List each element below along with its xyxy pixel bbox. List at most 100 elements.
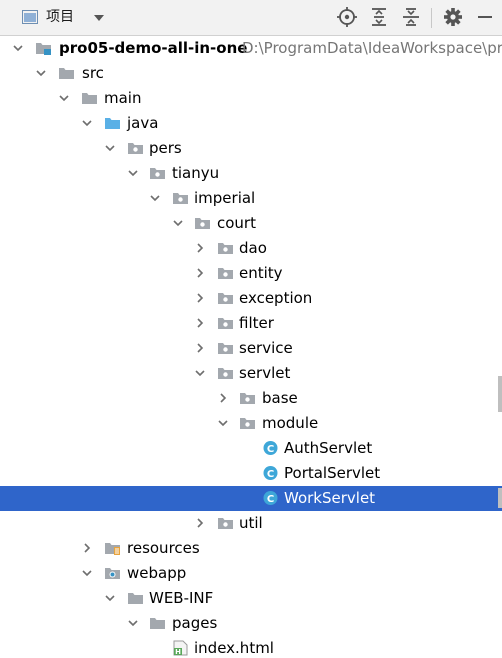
- project-view-icon: [22, 10, 38, 24]
- project-view-title[interactable]: 项目: [46, 9, 74, 25]
- chevron-right-icon[interactable]: [194, 342, 206, 354]
- tree-node-filter[interactable]: filter: [0, 311, 502, 336]
- class-icon: [262, 465, 279, 481]
- tree-node-imperial[interactable]: imperial: [0, 186, 502, 211]
- chevron-right-icon[interactable]: [194, 267, 206, 279]
- tree-node-web-inf[interactable]: WEB-INF: [0, 586, 502, 611]
- chevron-right-icon[interactable]: [194, 242, 206, 254]
- gear-icon[interactable]: [442, 6, 464, 28]
- web-folder-icon: [104, 565, 121, 581]
- tree-node-pers[interactable]: pers: [0, 136, 502, 161]
- tree-node-base[interactable]: base: [0, 386, 502, 411]
- tree-node-court[interactable]: court: [0, 211, 502, 236]
- html-file-icon: [172, 640, 189, 656]
- tree-node-portal-servlet[interactable]: PortalServlet: [0, 461, 502, 486]
- tree-node-label: exception: [239, 289, 313, 307]
- source-folder-icon: [104, 115, 121, 131]
- package-icon: [127, 140, 144, 156]
- locate-icon[interactable]: [336, 6, 358, 28]
- tree-node-label: src: [82, 64, 104, 82]
- tree-node-label: PortalServlet: [284, 464, 381, 482]
- chevron-down-icon[interactable]: [12, 42, 24, 54]
- chevron-down-icon[interactable]: [217, 417, 229, 429]
- tree-node-entity[interactable]: entity: [0, 261, 502, 286]
- tree-node-label: imperial: [194, 189, 256, 207]
- package-icon: [217, 315, 234, 331]
- chevron-down-icon[interactable]: [172, 217, 184, 229]
- package-icon: [217, 515, 234, 531]
- resources-folder-icon: [104, 540, 121, 556]
- tree-node-exception[interactable]: exception: [0, 286, 502, 311]
- class-icon: [262, 490, 279, 506]
- tree-node-label: WorkServlet: [284, 489, 376, 507]
- project-tree: pro05-demo-all-in-one D:\ProgramData\Ide…: [0, 36, 502, 658]
- chevron-right-icon[interactable]: [194, 317, 206, 329]
- tree-node-label: module: [262, 414, 319, 432]
- tree-node-src[interactable]: src: [0, 61, 502, 86]
- scrollbar-marker[interactable]: [498, 376, 502, 412]
- package-icon: [239, 390, 256, 406]
- tree-node-label: main: [104, 89, 142, 107]
- chevron-down-icon[interactable]: [35, 67, 47, 79]
- chevron-down-icon[interactable]: [104, 142, 116, 154]
- tree-node-java[interactable]: java: [0, 111, 502, 136]
- chevron-right-icon[interactable]: [194, 517, 206, 529]
- tree-node-pages[interactable]: pages: [0, 611, 502, 636]
- tree-node-main[interactable]: main: [0, 86, 502, 111]
- chevron-down-icon[interactable]: [149, 192, 161, 204]
- folder-icon: [58, 65, 75, 81]
- tree-node-label: WEB-INF: [149, 589, 214, 607]
- tree-node-auth-servlet[interactable]: AuthServlet: [0, 436, 502, 461]
- chevron-down-icon[interactable]: [92, 12, 106, 24]
- tree-node-service[interactable]: service: [0, 336, 502, 361]
- project-toolbar: 项目: [0, 0, 502, 36]
- tree-node-work-servlet[interactable]: WorkServlet: [0, 486, 502, 511]
- scrollbar-marker[interactable]: [498, 488, 502, 508]
- tree-node-index-html[interactable]: index.html: [0, 636, 502, 658]
- chevron-down-icon[interactable]: [104, 592, 116, 604]
- toolbar-separator: [431, 8, 432, 28]
- tree-node-label: court: [217, 214, 256, 232]
- package-icon: [217, 265, 234, 281]
- chevron-down-icon[interactable]: [81, 567, 93, 579]
- package-icon: [172, 190, 189, 206]
- tree-node-project-root[interactable]: pro05-demo-all-in-one D:\ProgramData\Ide…: [0, 36, 502, 61]
- chevron-right-icon[interactable]: [81, 542, 93, 554]
- tree-node-resources[interactable]: resources: [0, 536, 502, 561]
- tree-node-tianyu[interactable]: tianyu: [0, 161, 502, 186]
- tree-node-label: base: [262, 389, 298, 407]
- tree-node-webapp[interactable]: webapp: [0, 561, 502, 586]
- tree-node-label: tianyu: [172, 164, 220, 182]
- tree-node-label: webapp: [127, 564, 187, 582]
- folder-icon: [81, 90, 98, 106]
- folder-icon: [149, 615, 166, 631]
- tree-node-label: filter: [239, 314, 274, 332]
- chevron-down-icon[interactable]: [194, 367, 206, 379]
- chevron-down-icon[interactable]: [127, 617, 139, 629]
- chevron-down-icon[interactable]: [81, 117, 93, 129]
- tree-node-label: index.html: [194, 639, 274, 657]
- chevron-down-icon[interactable]: [58, 92, 70, 104]
- collapse-all-icon[interactable]: [400, 6, 422, 28]
- expand-all-icon[interactable]: [368, 6, 390, 28]
- tree-node-label: pages: [172, 614, 218, 632]
- chevron-right-icon[interactable]: [194, 292, 206, 304]
- tree-node-servlet[interactable]: servlet: [0, 361, 502, 386]
- package-icon: [149, 165, 166, 181]
- tree-node-dao[interactable]: dao: [0, 236, 502, 261]
- tree-node-label: dao: [239, 239, 267, 257]
- chevron-right-icon[interactable]: [217, 392, 229, 404]
- tree-node-util[interactable]: util: [0, 511, 502, 536]
- tree-node-label: resources: [127, 539, 200, 557]
- folder-icon: [127, 590, 144, 606]
- hide-icon[interactable]: [474, 6, 496, 28]
- project-path: D:\ProgramData\IdeaWorkspace\pro: [242, 39, 502, 57]
- module-folder-icon: [35, 40, 52, 56]
- package-icon: [239, 415, 256, 431]
- package-icon: [217, 365, 234, 381]
- chevron-down-icon[interactable]: [127, 167, 139, 179]
- tree-node-label: service: [239, 339, 293, 357]
- tree-node-label: entity: [239, 264, 283, 282]
- tree-node-module[interactable]: module: [0, 411, 502, 436]
